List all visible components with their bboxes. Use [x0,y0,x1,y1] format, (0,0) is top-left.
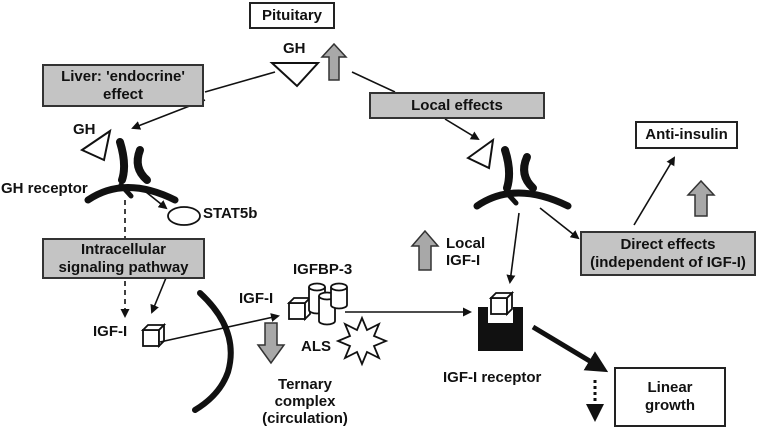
receptor-to-direct-arrow [539,207,580,240]
ternary-decrease-arrow [256,322,286,365]
gh-to-local-line [351,71,396,93]
als-label: ALS [301,338,331,355]
linear-growth-box: Linear growth [614,367,726,427]
anti-insulin-box: Anti-insulin [635,121,738,149]
ternary-complex-label: Ternary complex (circulation) [255,376,355,427]
local-igf-increase-arrow [410,229,440,271]
antiinsulin-increase-arrow [686,179,716,217]
gh-receptor-label: GH receptor [1,180,88,197]
intracellular-label-line2: signaling pathway [58,258,189,276]
membrane-arc-left [84,184,179,204]
local-effects-box: Local effects [369,92,545,119]
gh-ligand-left [79,128,112,162]
gh-increase-arrow [320,42,348,81]
receptor-to-stat5b-arrow [145,191,168,210]
igf-cube-mid [286,295,313,322]
gh-receptor-left-arm2 [133,146,151,184]
ternary-line3: (circulation) [262,410,348,427]
igfbp3-label: IGFBP-3 [293,261,353,278]
liver-endocrine-box: Liver: 'endocrine' effect [42,64,204,107]
igf1-left-label: IGF-I [93,323,128,340]
anti-insulin-label: Anti-insulin [645,126,728,143]
igfbp3-cylinders [308,282,348,326]
gh-receptor-right-arm1 [501,146,514,192]
pituitary-label: Pituitary [261,6,322,24]
gh-receptor-left-arm1 [116,138,129,184]
ternary-line2: complex [274,393,336,410]
igf-cube-receptor [488,290,515,317]
gh-receptor-left-tail [118,182,134,199]
igf1-mid-label: IGF-I [239,290,274,307]
direct-label-line2: (independent of IGF-I) [590,253,746,271]
linear-label-line1: Linear [647,379,693,396]
direct-label-line1: Direct effects [620,235,716,253]
gh-triangle-top [269,62,321,88]
intracellular-label-line1: Intracellular [80,240,167,258]
pituitary-box: Pituitary [249,2,335,29]
gh-label-top: GH [283,40,306,57]
growth-decrease-arrowhead [586,404,604,422]
igf-secretion-arrow [159,313,280,343]
receptor-to-igfr-arrow [506,212,520,284]
intracellular-pathway-box: Intracellular signaling pathway [42,238,205,279]
gh-receptor-right-tail [503,189,519,206]
gh-to-liver-line [204,71,276,93]
pathway-to-igf-arrow [150,272,169,314]
membrane-arc-right [473,189,572,210]
liver-label-line2: effect [102,85,143,103]
gh-receptor-right-arm2 [520,153,537,192]
direct-effects-box: Direct effects (independent of IGF-I) [580,231,756,276]
direct-to-antiinsulin-arrow [633,156,676,226]
local-igf-line1: Local [446,235,486,252]
stat5b-ellipse [167,206,201,226]
cell-membrane-curve [192,290,234,413]
receptor-to-growth-arrow [531,324,609,373]
local-igf-label: Local IGF-I [446,235,485,269]
igf1-receptor-shape [478,307,523,351]
local-effects-label: Local effects [411,96,503,114]
gh-label-left: GH [73,121,96,138]
als-starburst [335,315,389,367]
ternary-line1: Ternary [278,376,332,393]
gh-ligand-right [466,137,495,170]
linear-label-line2: growth [645,397,695,414]
igf-cube-left [140,322,167,349]
igf1-receptor-label: IGF-I receptor [443,369,542,386]
liver-label-line1: Liver: 'endocrine' [61,67,185,85]
local-to-receptor-arrow [444,118,480,141]
local-igf-line2: IGF-I [446,252,481,269]
stat5b-label: STAT5b [203,205,258,222]
